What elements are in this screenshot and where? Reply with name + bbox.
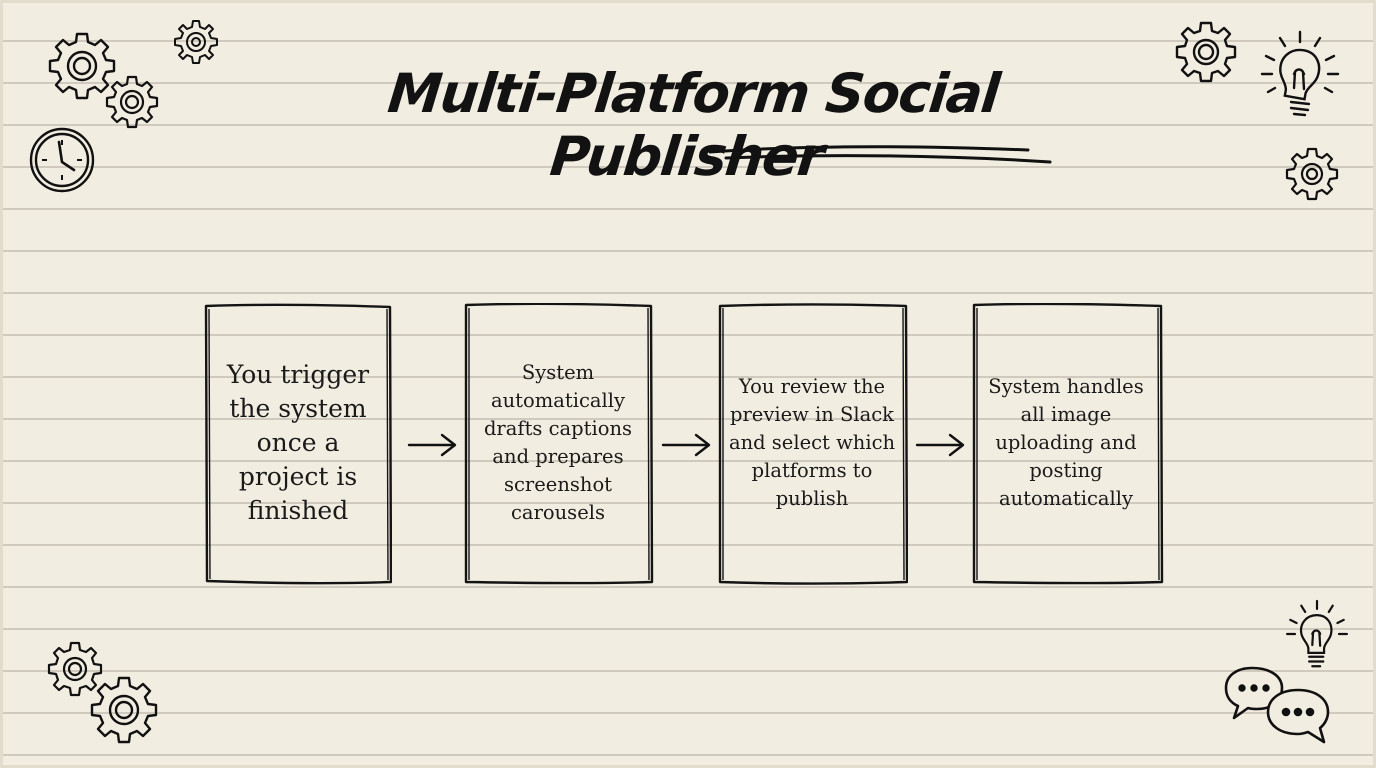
chat-bubbles-icon — [1224, 666, 1330, 744]
step-text: System automatically drafts captions and… — [483, 361, 633, 524]
clock-icon — [29, 127, 95, 193]
step-text: You trigger the system once a project is… — [226, 360, 370, 525]
page-title: Multi-Platform Social Publisher — [384, 62, 1002, 188]
gear-icon — [105, 75, 159, 129]
gear-icon — [1175, 21, 1237, 83]
process-step-2: System automatically drafts captions and… — [464, 303, 654, 585]
lightbulb-icon — [1286, 599, 1348, 668]
step-text: System handles all image uploading and p… — [988, 375, 1144, 510]
arrow-right-icon — [661, 433, 711, 457]
step-frame — [718, 303, 908, 585]
gear-icon — [1285, 147, 1339, 201]
title-underline — [708, 145, 1052, 164]
step-text: You review the preview in Slack and sele… — [728, 375, 896, 510]
step-frame — [464, 303, 654, 585]
step-frame — [972, 303, 1164, 585]
arrow-right-icon — [407, 433, 457, 457]
process-step-1: You trigger the system once a project is… — [204, 303, 392, 585]
step-frame — [204, 303, 392, 585]
process-step-3: You review the preview in Slack and sele… — [718, 303, 908, 585]
lightbulb-icon — [1260, 30, 1340, 117]
gear-icon — [47, 641, 103, 697]
process-step-4: System handles all image uploading and p… — [972, 303, 1164, 585]
gear-icon — [48, 32, 116, 100]
gear-icon — [174, 20, 218, 64]
arrow-right-icon — [915, 433, 965, 457]
gear-icon — [90, 676, 158, 744]
